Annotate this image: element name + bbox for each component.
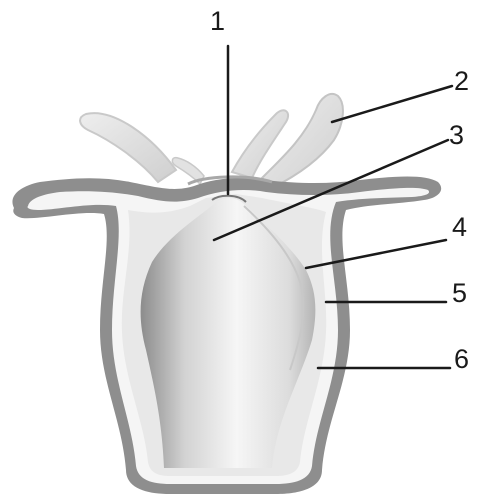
label-3: 3 [449, 122, 464, 149]
tentacle-left [80, 113, 176, 182]
label-1: 1 [210, 8, 225, 35]
label-5: 5 [452, 280, 467, 307]
label-2: 2 [454, 68, 469, 95]
tentacles [80, 94, 343, 188]
leader-line-2 [332, 86, 452, 122]
label-6: 6 [454, 346, 469, 373]
label-4: 4 [452, 214, 467, 241]
